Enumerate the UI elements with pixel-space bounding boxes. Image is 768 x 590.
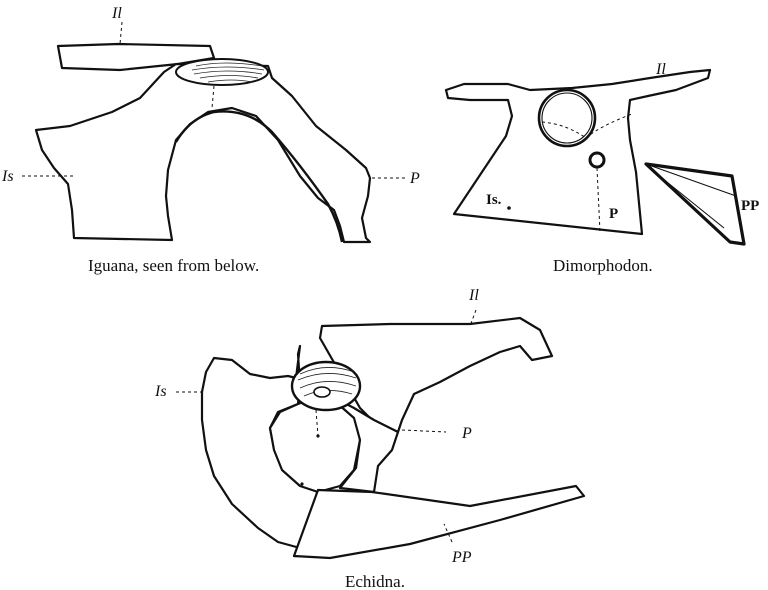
iguana-pelvis-body — [36, 64, 370, 242]
dimorphodon-pelvis-drawing: Il Is. P PP — [446, 61, 759, 244]
echidna-prepubis — [294, 486, 584, 558]
echidna-label-ischium: Is — [154, 383, 167, 400]
echidna-label-pubis: P — [461, 425, 472, 442]
dimorphodon-caption: Dimorphodon. — [553, 256, 653, 275]
iguana-label-ischium: Is — [1, 168, 14, 185]
echidna-caption: Echidna. — [345, 572, 405, 590]
dimorphodon-label-ischium: Is. — [486, 192, 502, 208]
dimorphodon-label-ilium: Il — [655, 61, 666, 78]
iguana-pelvis-drawing: Il Is P — [1, 5, 420, 242]
echidna-acetabulum — [292, 362, 360, 410]
echidna-label-prepubis: PP — [451, 549, 472, 566]
iguana-label-pubis: P — [409, 170, 420, 187]
echidna-label-ilium: Il — [468, 287, 479, 304]
dimorphodon-label-prepubis: PP — [741, 198, 759, 214]
iguana-label-ilium: Il — [111, 5, 122, 22]
dimorphodon-foramen — [590, 153, 604, 167]
iguana-caption: Iguana, seen from below. — [88, 256, 259, 275]
dimorphodon-label-pubis: P — [609, 206, 618, 222]
echidna-pelvis-drawing: Il Is P PP — [154, 287, 584, 566]
